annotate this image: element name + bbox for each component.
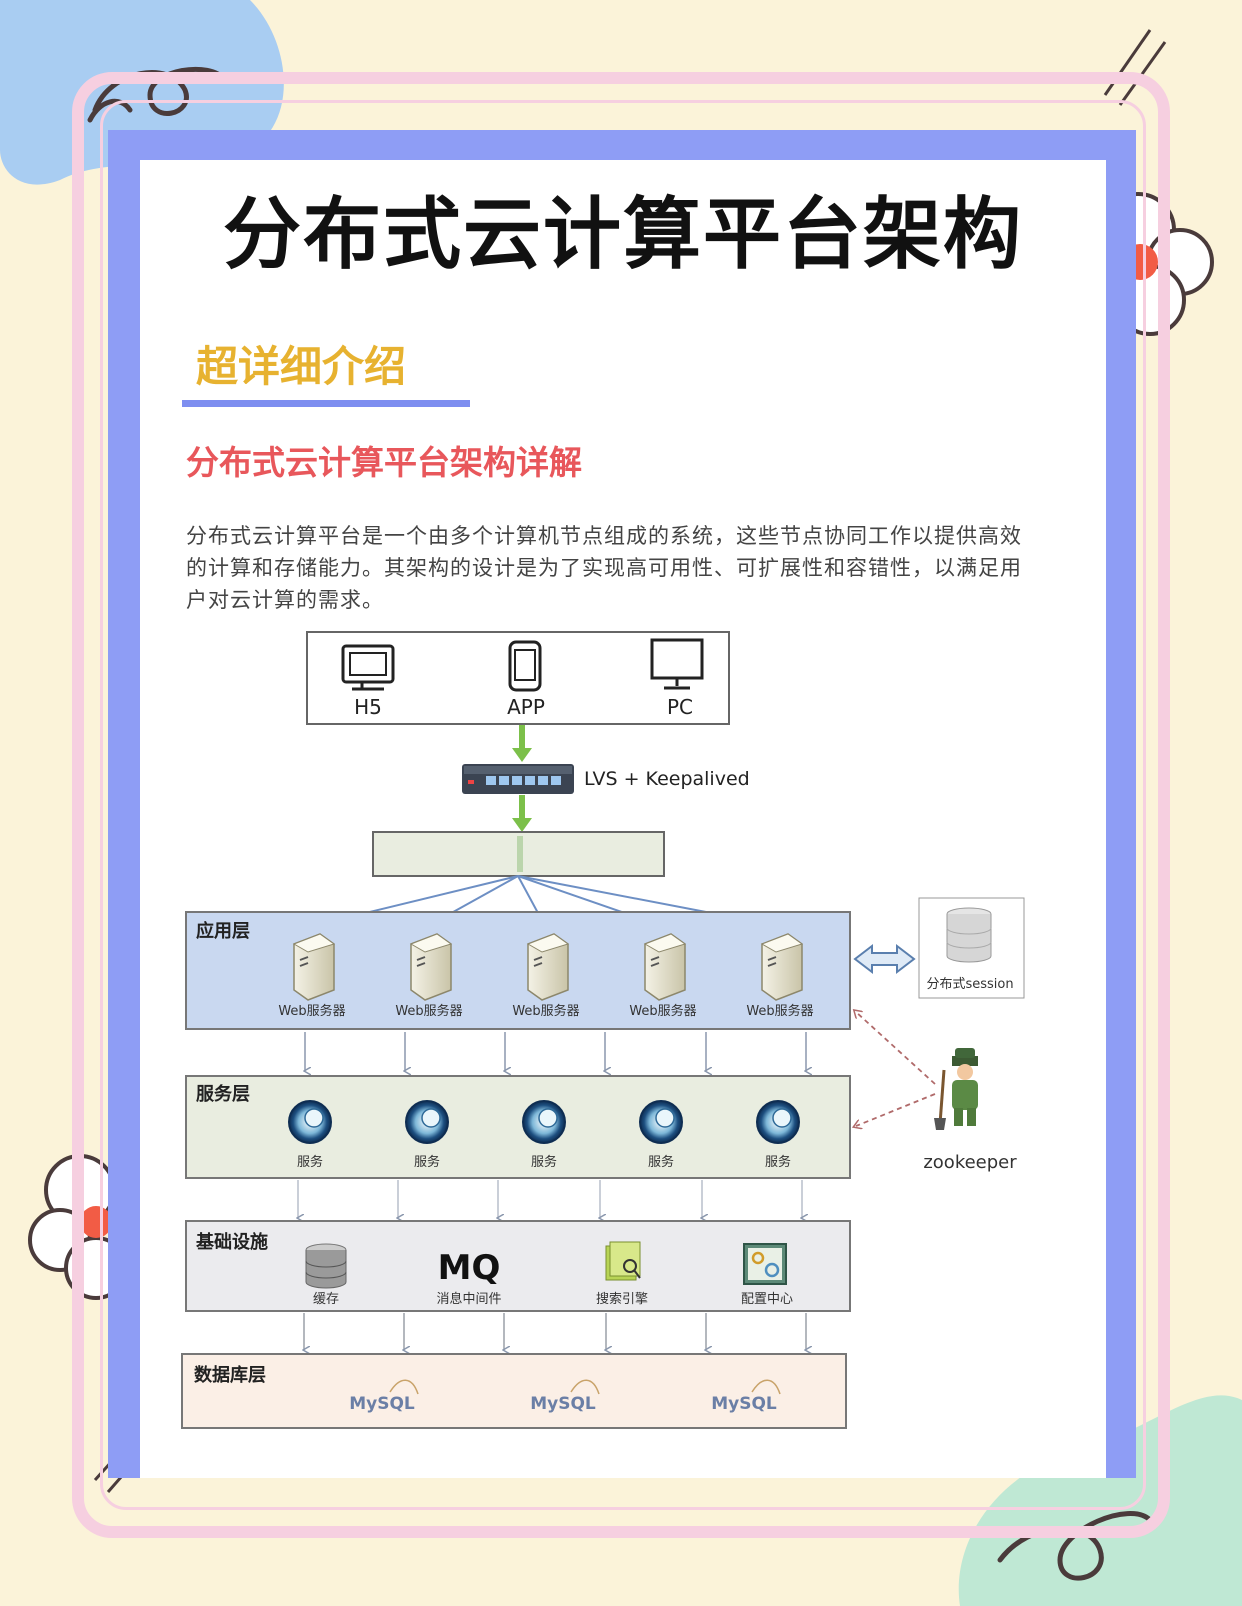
architecture-diagram: H5 APP PC LVS + Keepalived [150,620,1040,1440]
infra-item-label: 消息中间件 [436,1291,501,1307]
app-to-service-arrows [305,1032,806,1071]
client-label: PC [667,695,693,719]
service-to-infra-arrows [298,1180,802,1218]
session-double-arrow [855,946,914,972]
search-engine-icon [606,1242,640,1280]
web-server-label: Web服务器 [278,1003,345,1019]
zookeeper-label: zookeeper [923,1152,1017,1173]
database-icon [947,908,991,962]
db-layer-box [182,1354,846,1428]
switch-icon [462,764,574,794]
service-label: 服务 [297,1154,323,1170]
web-server-label: Web服务器 [395,1003,462,1019]
service-label: 服务 [648,1154,674,1170]
infra-item-label: 配置中心 [741,1292,793,1307]
load-balancer-label: LVS + Keepalived [584,768,750,790]
mysql-label: MySQL [711,1394,777,1414]
infra-layer-label: 基础设施 [195,1231,268,1253]
mysql-label: MySQL [530,1394,596,1414]
zookeeper-icon [934,1048,978,1130]
subtitle: 超详细介绍 [196,346,406,388]
zookeeper-link-app [856,1012,935,1084]
service-label: 服务 [531,1154,557,1170]
infra-item-label: 缓存 [313,1292,339,1307]
web-server-label: Web服务器 [512,1003,579,1019]
subtitle-underline [182,400,470,407]
mysql-label: MySQL [349,1394,415,1414]
page-title: 分布式云计算平台架构 [140,196,1106,274]
client-label: APP [507,695,545,719]
service-label: 服务 [765,1154,791,1170]
service-label: 服务 [414,1154,440,1170]
session-label: 分布式session [926,977,1013,992]
section-title: 分布式云计算平台架构详解 [186,446,582,479]
web-server-label: Web服务器 [629,1003,696,1019]
service-layer-label: 服务层 [196,1083,250,1105]
description-text: 分布式云计算平台是一个由多个计算机节点组成的系统，这些节点协同工作以提供高效的计… [186,520,1022,616]
web-server-label: Web服务器 [746,1003,813,1019]
client-label: H5 [354,695,382,719]
app-layer-label: 应用层 [196,920,250,942]
mq-icon: MQ [438,1248,501,1288]
service-layer-box [186,1076,850,1178]
cache-icon [306,1244,346,1288]
zookeeper-link-service [856,1094,935,1126]
config-center-icon [744,1244,786,1284]
infra-item-label: 搜索引擎 [596,1292,648,1307]
db-layer-label: 数据库层 [194,1364,266,1386]
infra-to-db-arrows [304,1313,806,1350]
